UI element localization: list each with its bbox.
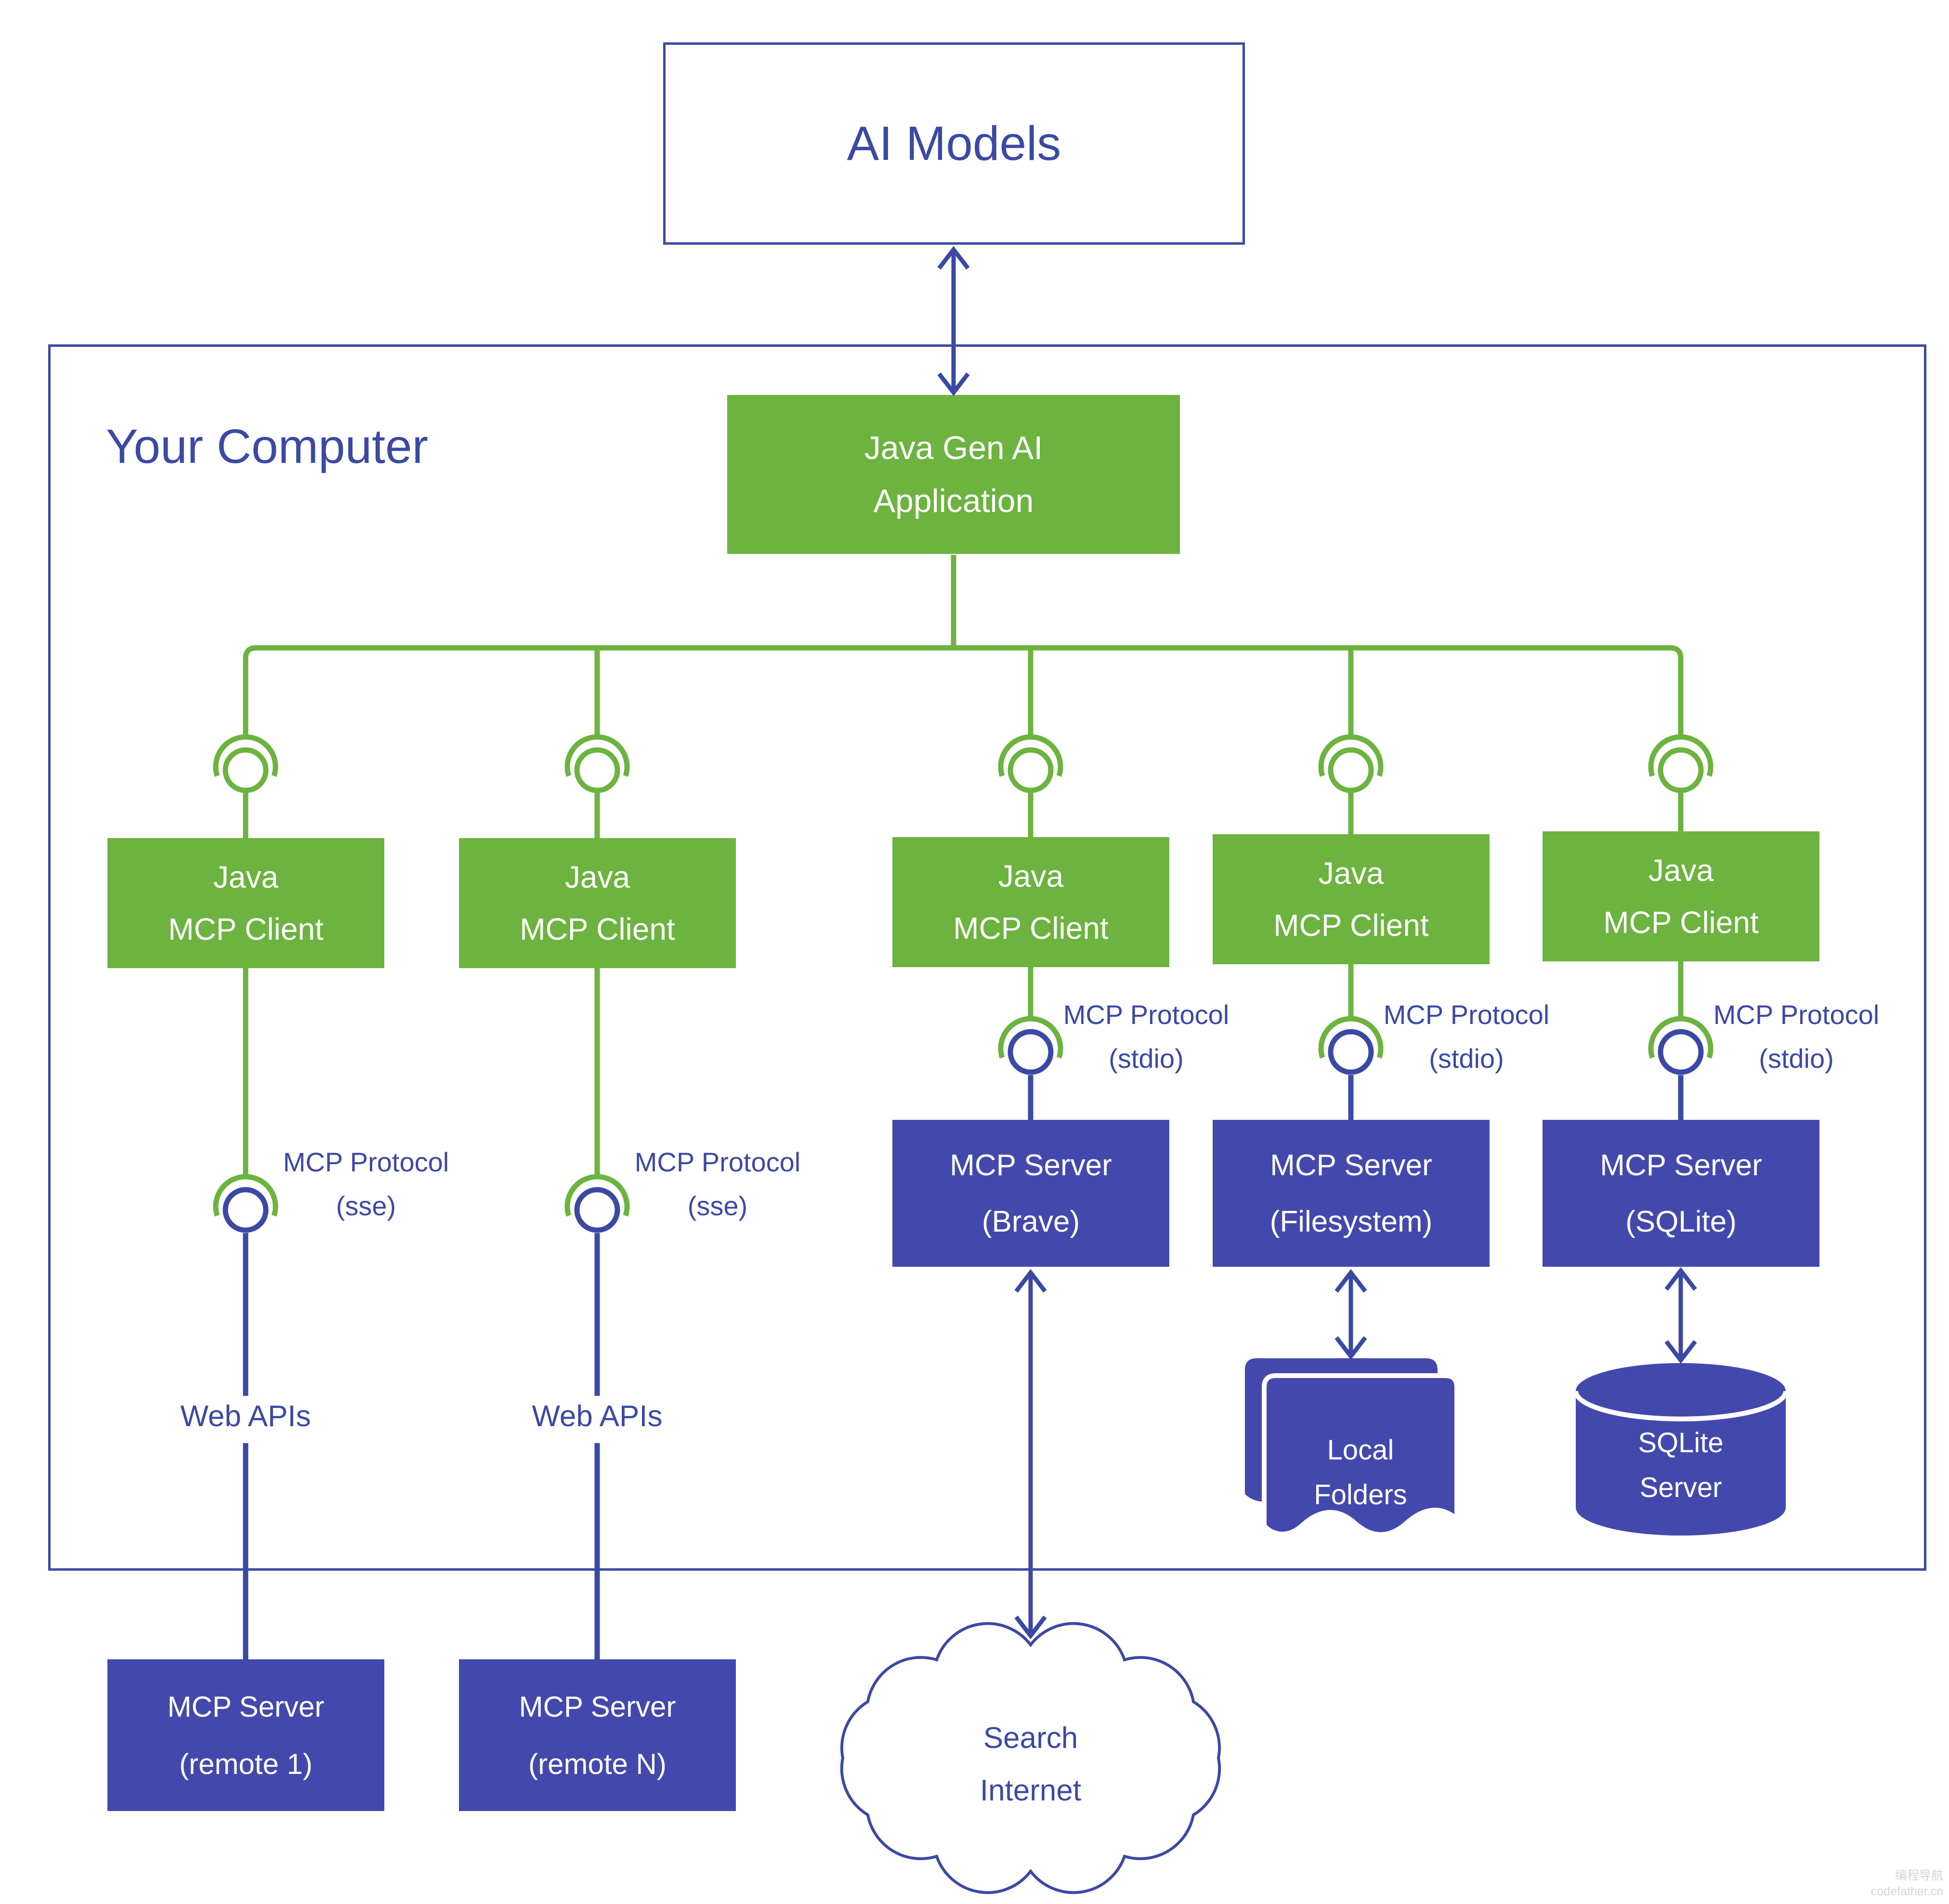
mcp-server-filesystem-box: MCP Server (Filesystem) (1213, 1120, 1490, 1267)
server-brave-line2: (Brave) (981, 1205, 1080, 1238)
java-mcp-client-box-1: Java MCP Client (107, 838, 384, 968)
client-5-line2: MCP Client (1603, 905, 1759, 940)
java-mcp-client-box-4: Java MCP Client (1213, 834, 1490, 964)
client-4-line1: Java (1318, 856, 1384, 891)
client-2-line2: MCP Client (520, 912, 675, 946)
client-1-line2: MCP Client (168, 912, 324, 946)
ai-models-label: AI Models (847, 116, 1061, 171)
mcp-protocol-sse-label-1: MCP Protocol (sse) (275, 1141, 458, 1228)
client-3-line1: Java (998, 859, 1064, 893)
protocol-5-line2: (stdio) (1759, 1043, 1834, 1074)
remote-n-line2: (remote N) (528, 1747, 667, 1780)
remote-1-line2: (remote 1) (179, 1747, 313, 1780)
mcp-protocol-stdio-label-1: MCP Protocol (stdio) (1055, 993, 1238, 1080)
web-apis-label-2: Web APIs (501, 1399, 693, 1433)
mcp-server-sqlite-box: MCP Server (SQLite) (1543, 1120, 1819, 1267)
sqlite-line1: SQLite (1638, 1427, 1724, 1458)
ai-models-box: AI Models (663, 42, 1245, 245)
search-internet-label: Search Internet (910, 1712, 1151, 1817)
client-1-line1: Java (213, 860, 279, 894)
server-filesystem-line1: MCP Server (1270, 1148, 1432, 1182)
mcp-protocol-stdio-label-2: MCP Protocol (stdio) (1375, 993, 1558, 1080)
client-5-line1: Java (1648, 853, 1714, 888)
remote-n-line1: MCP Server (519, 1690, 676, 1723)
watermark: 编程导航 codefather.cn (1753, 1868, 1943, 1899)
folders-line1: Local (1327, 1434, 1394, 1466)
java-mcp-client-box-2: Java MCP Client (459, 838, 736, 968)
java-mcp-client-box-5: Java MCP Client (1543, 831, 1819, 961)
protocol-1-line2: (sse) (336, 1190, 396, 1221)
mcp-server-brave-box: MCP Server (Brave) (892, 1120, 1169, 1267)
folders-line2: Folders (1314, 1479, 1407, 1510)
web-apis-label-1: Web APIs (149, 1399, 342, 1433)
java-mcp-client-box-3: Java MCP Client (892, 837, 1169, 967)
watermark-line1: 编程导航 (1895, 1869, 1943, 1882)
server-sqlite-line2: (SQLite) (1625, 1205, 1737, 1238)
sqlite-line2: Server (1639, 1471, 1722, 1503)
client-2-line1: Java (564, 860, 630, 894)
mcp-server-remote-n-box: MCP Server (remote N) (459, 1659, 736, 1811)
mcp-protocol-sse-label-2: MCP Protocol (sse) (626, 1141, 809, 1228)
mcp-protocol-stdio-label-3: MCP Protocol (stdio) (1705, 993, 1888, 1080)
remote-1-line1: MCP Server (167, 1690, 325, 1723)
protocol-3-line1: MCP Protocol (1063, 999, 1230, 1030)
server-brave-line1: MCP Server (950, 1148, 1112, 1182)
protocol-2-line2: (sse) (687, 1190, 748, 1221)
protocol-5-line1: MCP Protocol (1713, 999, 1880, 1030)
protocol-4-line1: MCP Protocol (1383, 999, 1550, 1030)
local-folders-label: Local Folders (1279, 1428, 1442, 1518)
client-4-line2: MCP Client (1273, 908, 1429, 943)
java-gen-ai-application-box: Java Gen AI Application (727, 395, 1180, 554)
protocol-3-line2: (stdio) (1109, 1043, 1184, 1074)
cloud-line2: Internet (980, 1773, 1082, 1807)
protocol-2-line1: MCP Protocol (634, 1147, 801, 1177)
watermark-line2: codefather.cn (1871, 1884, 1943, 1898)
protocol-4-line2: (stdio) (1429, 1043, 1504, 1074)
cloud-line1: Search (983, 1721, 1078, 1755)
mcp-server-remote-1-box: MCP Server (remote 1) (107, 1659, 384, 1811)
app-label-line2: Application (873, 483, 1034, 519)
your-computer-label: Your Computer (106, 420, 428, 473)
app-label-line1: Java Gen AI (864, 430, 1043, 466)
server-filesystem-line2: (Filesystem) (1269, 1205, 1433, 1238)
sqlite-server-label: SQLite Server (1599, 1421, 1763, 1510)
server-sqlite-line1: MCP Server (1600, 1148, 1762, 1182)
client-3-line2: MCP Client (953, 911, 1109, 945)
protocol-1-line1: MCP Protocol (283, 1147, 449, 1177)
